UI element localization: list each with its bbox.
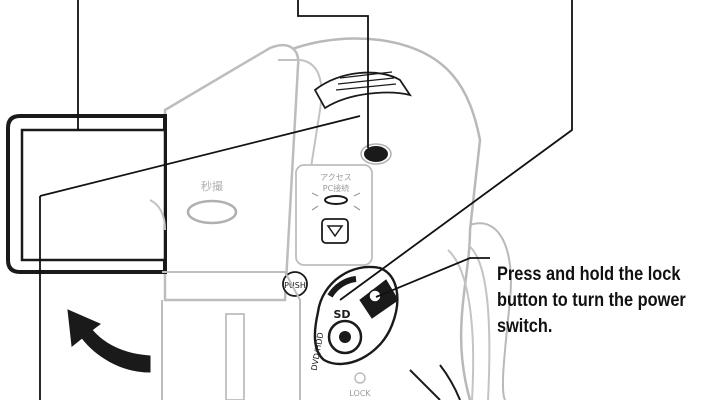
callout-line-3: switch.	[497, 316, 553, 337]
access-lamp-rays	[311, 192, 361, 211]
lock-button-callout: Press and hold the lock button to turn t…	[497, 262, 691, 340]
lock-label: LOCK	[349, 389, 371, 398]
callout-line-1: Press and hold the lock	[497, 264, 681, 285]
power-dial-center-dot	[339, 331, 351, 343]
access-panel	[295, 164, 373, 266]
callout-line-2: button to turn the power	[497, 290, 686, 311]
leader-dial	[339, 0, 573, 301]
photo-button[interactable]	[186, 199, 238, 225]
lcd-hinge	[149, 199, 166, 231]
leader-panel-diagonal	[39, 115, 361, 197]
leader-lock-callout	[375, 257, 490, 298]
lock-button[interactable]	[368, 289, 382, 303]
leader-top-button	[297, 0, 369, 148]
battery-slot	[225, 313, 245, 401]
lcd-panel-back	[163, 43, 300, 302]
lock-indicator-ring	[354, 372, 366, 384]
photo-button-label: 秒撮	[201, 179, 223, 193]
camera-grip-outline	[469, 222, 512, 401]
dial-indicator-arc	[327, 276, 357, 298]
access-label-pc: PC接続	[323, 183, 349, 193]
access-lamp	[324, 195, 348, 205]
top-button[interactable]	[364, 146, 388, 162]
sd-label: SD	[333, 308, 350, 321]
strap-outline	[447, 244, 491, 401]
eject-triangle-icon	[326, 225, 344, 238]
zoom-lever-area	[313, 71, 413, 110]
push-label: PUSH	[284, 281, 306, 290]
top-button-rim	[360, 143, 392, 165]
access-label-top: アクセス	[320, 173, 352, 182]
camera-lower-body	[161, 271, 301, 400]
zoom-lever-ridges	[335, 71, 397, 91]
lcd-rotate-arrow-icon	[67, 309, 151, 373]
lcd-panel-edge	[278, 59, 323, 251]
hand-strap-lower	[409, 364, 461, 401]
